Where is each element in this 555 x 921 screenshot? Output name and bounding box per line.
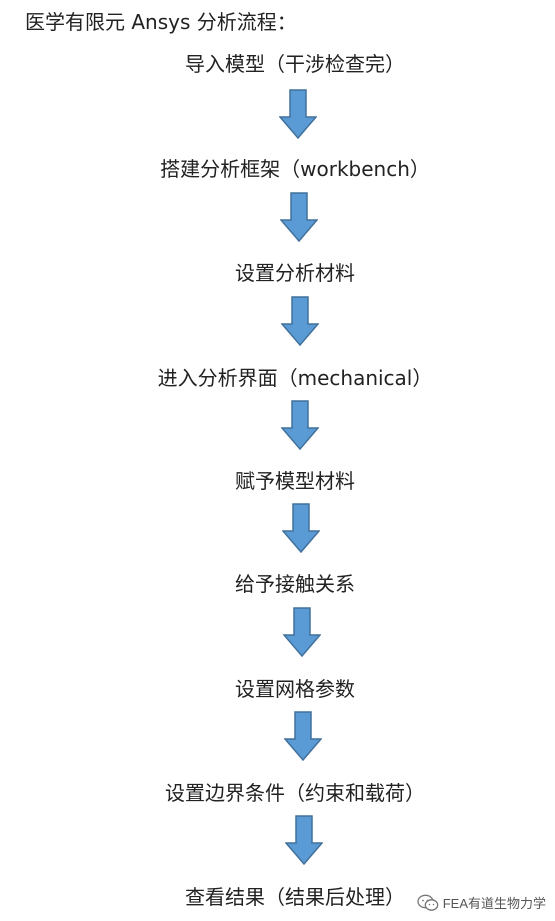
down-arrow-icon [280, 192, 318, 242]
step-import-model: 导入模型（干涉检查完） [185, 52, 405, 76]
down-arrow-icon [283, 607, 321, 657]
step-boundary: 设置边界条件（约束和载荷） [165, 781, 425, 805]
step-build-framework: 搭建分析框架（workbench） [160, 157, 430, 181]
down-arrow-icon [282, 503, 320, 553]
watermark: FEA有道生物力学 [413, 892, 549, 913]
step-mesh: 设置网格参数 [235, 677, 355, 701]
step-assign-material: 赋予模型材料 [235, 469, 355, 493]
down-arrow-icon [285, 815, 323, 865]
step-set-material: 设置分析材料 [235, 261, 355, 285]
down-arrow-icon [281, 400, 319, 450]
wechat-icon [417, 894, 439, 911]
watermark-text: FEA有道生物力学 [442, 896, 546, 911]
down-arrow-icon [279, 89, 317, 139]
page-title: 医学有限元 Ansys 分析流程： [25, 10, 297, 34]
down-arrow-icon [281, 296, 319, 346]
step-results: 查看结果（结果后处理） [185, 885, 405, 909]
step-enter-mechanical: 进入分析界面（mechanical） [157, 366, 433, 390]
step-contact: 给予接触关系 [235, 572, 355, 596]
down-arrow-icon [284, 711, 322, 761]
